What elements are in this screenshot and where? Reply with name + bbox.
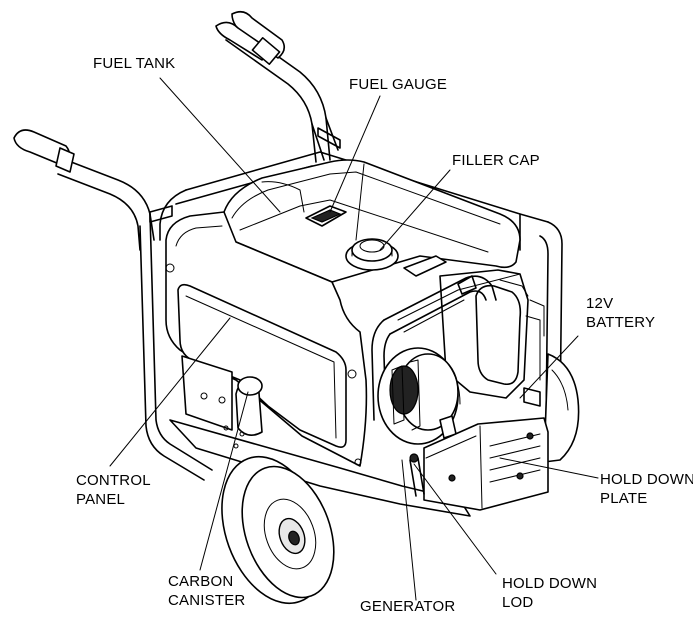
leader-fuel-gauge bbox=[329, 95, 381, 213]
leader-fuel-tank bbox=[159, 77, 281, 213]
label-hold-down-lod-line2: LOD bbox=[502, 594, 534, 611]
leader-control-panel bbox=[109, 317, 231, 467]
front-wheel bbox=[221, 455, 335, 605]
label-hold-down-plate-line1: HOLD DOWN bbox=[600, 471, 693, 488]
label-carbon-canister-line2: CANISTER bbox=[168, 592, 246, 609]
label-control-panel: CONTROL PANEL bbox=[76, 471, 151, 509]
leader-lines bbox=[109, 77, 599, 601]
front-cross-tubes bbox=[371, 273, 521, 421]
rear-wheel bbox=[543, 353, 580, 463]
leader-hold-down-plate bbox=[499, 457, 599, 479]
hold-down-plate bbox=[423, 417, 549, 511]
label-fuel-gauge-text: FUEL GAUGE bbox=[349, 76, 448, 93]
label-fuel-gauge: FUEL GAUGE bbox=[349, 75, 447, 94]
leader-filler-cap bbox=[379, 169, 451, 251]
label-control-panel-line2: PANEL bbox=[76, 491, 126, 508]
label-control-panel-line1: CONTROL bbox=[76, 472, 151, 489]
leader-hold-down-lod bbox=[413, 463, 497, 575]
label-hold-down-lod: HOLD DOWN LOD bbox=[502, 574, 597, 612]
label-hold-down-lod-line1: HOLD DOWN bbox=[502, 575, 598, 592]
label-filler-cap: FILLER CAP bbox=[452, 151, 540, 170]
label-fuel-tank-text: FUEL TANK bbox=[93, 55, 176, 72]
label-hold-down-plate: HOLD DOWN PLATE bbox=[600, 470, 693, 508]
label-fuel-tank: FUEL TANK bbox=[93, 54, 175, 73]
label-filler-cap-text: FILLER CAP bbox=[452, 152, 540, 169]
carbon-canister bbox=[181, 355, 263, 436]
fuel-gauge bbox=[305, 205, 347, 227]
rear-handle bbox=[215, 10, 331, 163]
generator bbox=[377, 347, 461, 445]
front-handle bbox=[13, 129, 155, 251]
base-plate bbox=[169, 419, 471, 517]
label-carbon-canister-line1: CARBON bbox=[168, 573, 234, 590]
label-12v-battery-line1: 12V bbox=[586, 295, 614, 312]
hold-down-rod bbox=[409, 453, 425, 497]
filler-cap bbox=[345, 238, 447, 277]
label-hold-down-plate-line2: PLATE bbox=[600, 490, 648, 507]
leader-battery bbox=[519, 335, 579, 399]
label-12v-battery: 12V BATTERY bbox=[586, 294, 655, 332]
leader-generator bbox=[401, 459, 417, 601]
engine-block bbox=[439, 269, 545, 407]
label-carbon-canister: CARBON CANISTER bbox=[168, 572, 245, 610]
label-generator-text: GENERATOR bbox=[360, 598, 456, 615]
fuel-tank bbox=[222, 159, 521, 283]
label-generator: GENERATOR bbox=[360, 597, 455, 616]
leader-carbon-canister bbox=[199, 391, 249, 571]
label-12v-battery-line2: BATTERY bbox=[586, 314, 656, 331]
